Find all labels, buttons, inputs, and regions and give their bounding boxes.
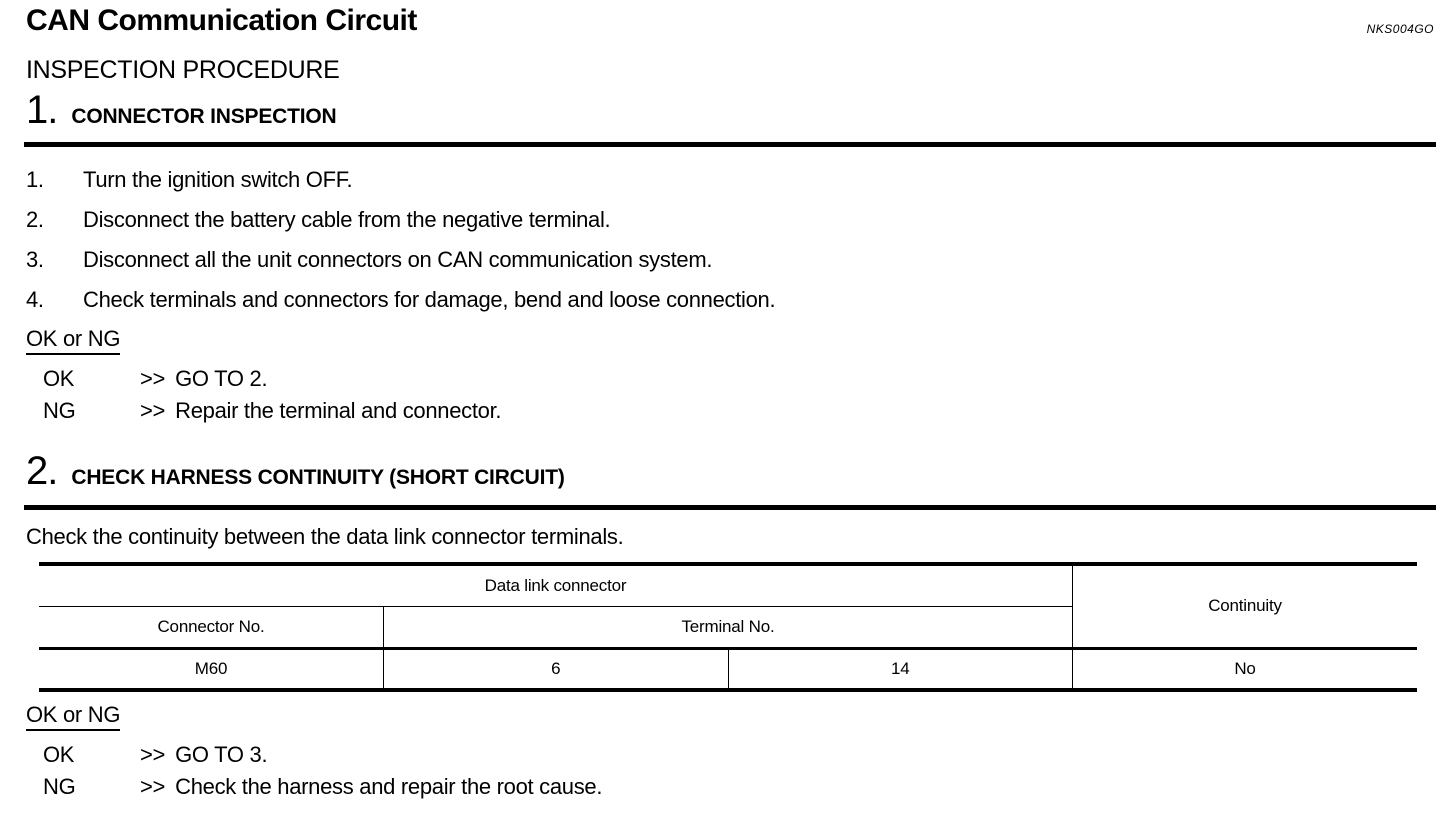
- table-header-connector-no: Connector No.: [39, 605, 384, 649]
- list-item: 1. Turn the ignition switch OFF.: [26, 160, 1436, 200]
- step1-number: 1.: [26, 88, 58, 132]
- list-item-text: Disconnect the battery cable from the ne…: [83, 207, 611, 232]
- step2-ok-or-ng-label: OK or NG: [26, 702, 1436, 731]
- step1-heading: 1. CONNECTOR INSPECTION: [26, 88, 1436, 132]
- result-text: Check the harness and repair the root ca…: [175, 774, 603, 799]
- table-header-row-1: Data link connector Continuity: [39, 563, 1417, 649]
- result-label: OK: [43, 366, 75, 391]
- result-text: GO TO 3.: [175, 742, 268, 767]
- ok-or-ng-underlined-text: OK or NG: [26, 326, 120, 355]
- rule-under-step2: [24, 505, 1436, 510]
- cell-terminal-2: 14: [727, 646, 1073, 691]
- list-item-number: 3.: [26, 247, 44, 272]
- step2-number: 2.: [26, 449, 58, 493]
- step1-results: OK >> GO TO 2. NG >> Repair the terminal…: [26, 363, 1436, 427]
- page-title: CAN Communication Circuit: [26, 4, 417, 37]
- list-item: 2. Disconnect the battery cable from the…: [26, 200, 1436, 240]
- cell-terminal-1: 6: [383, 646, 729, 691]
- step2-title: CHECK HARNESS CONTINUITY (SHORT CIRCUIT): [71, 466, 565, 489]
- doc-code: NKS004GO: [1366, 22, 1434, 36]
- step2-heading: 2. CHECK HARNESS CONTINUITY (SHORT CIRCU…: [26, 449, 1436, 493]
- step2-intro-text: Check the continuity between the data li…: [26, 524, 624, 549]
- result-arrow: >>: [140, 398, 166, 423]
- list-item: 3. Disconnect all the unit connectors on…: [26, 240, 1436, 280]
- table-row: M60 6 14 No: [39, 646, 1417, 691]
- result-text: Repair the terminal and connector.: [175, 398, 502, 423]
- ok-or-ng-underlined-text: OK or NG: [26, 702, 120, 731]
- result-label: OK: [43, 742, 75, 767]
- table-group-header-data-link-connector: Data link connector: [39, 563, 1073, 607]
- result-text: GO TO 2.: [175, 366, 268, 391]
- inspection-procedure-subtitle: INSPECTION PROCEDURE: [26, 56, 340, 84]
- step1-title: CONNECTOR INSPECTION: [71, 105, 337, 128]
- result-arrow: >>: [140, 742, 166, 767]
- result-line-ok: OK >> GO TO 2.: [43, 363, 1436, 395]
- step1-procedure-list: 1. Turn the ignition switch OFF. 2. Disc…: [26, 160, 1436, 320]
- list-item: 4. Check terminals and connectors for da…: [26, 280, 1436, 320]
- result-label: NG: [43, 774, 76, 799]
- cell-connector-no: M60: [39, 646, 384, 691]
- result-arrow: >>: [140, 774, 166, 799]
- result-arrow: >>: [140, 366, 166, 391]
- result-label: NG: [43, 398, 76, 423]
- table-header-row-2: Connector No. Terminal No.: [39, 605, 1417, 649]
- list-item-number: 4.: [26, 287, 44, 312]
- list-item-number: 2.: [26, 207, 44, 232]
- step2-results: OK >> GO TO 3. NG >> Check the harness a…: [26, 739, 1436, 803]
- result-line-ok: OK >> GO TO 3.: [43, 739, 1436, 771]
- result-line-ng: NG >> Repair the terminal and connector.: [43, 395, 1436, 427]
- continuity-table: Data link connector Continuity Connector…: [39, 562, 1417, 692]
- table-header-continuity: Continuity: [1072, 563, 1417, 649]
- list-item-text: Check terminals and connectors for damag…: [83, 287, 776, 312]
- rule-under-step1: [24, 142, 1436, 147]
- step1-ok-or-ng-label: OK or NG: [26, 326, 1436, 355]
- result-line-ng: NG >> Check the harness and repair the r…: [43, 771, 1436, 803]
- list-item-text: Disconnect all the unit connectors on CA…: [83, 247, 713, 272]
- list-item-text: Turn the ignition switch OFF.: [83, 167, 353, 192]
- list-item-number: 1.: [26, 167, 44, 192]
- table-header-terminal-no: Terminal No.: [383, 605, 1073, 649]
- cell-continuity: No: [1072, 646, 1417, 691]
